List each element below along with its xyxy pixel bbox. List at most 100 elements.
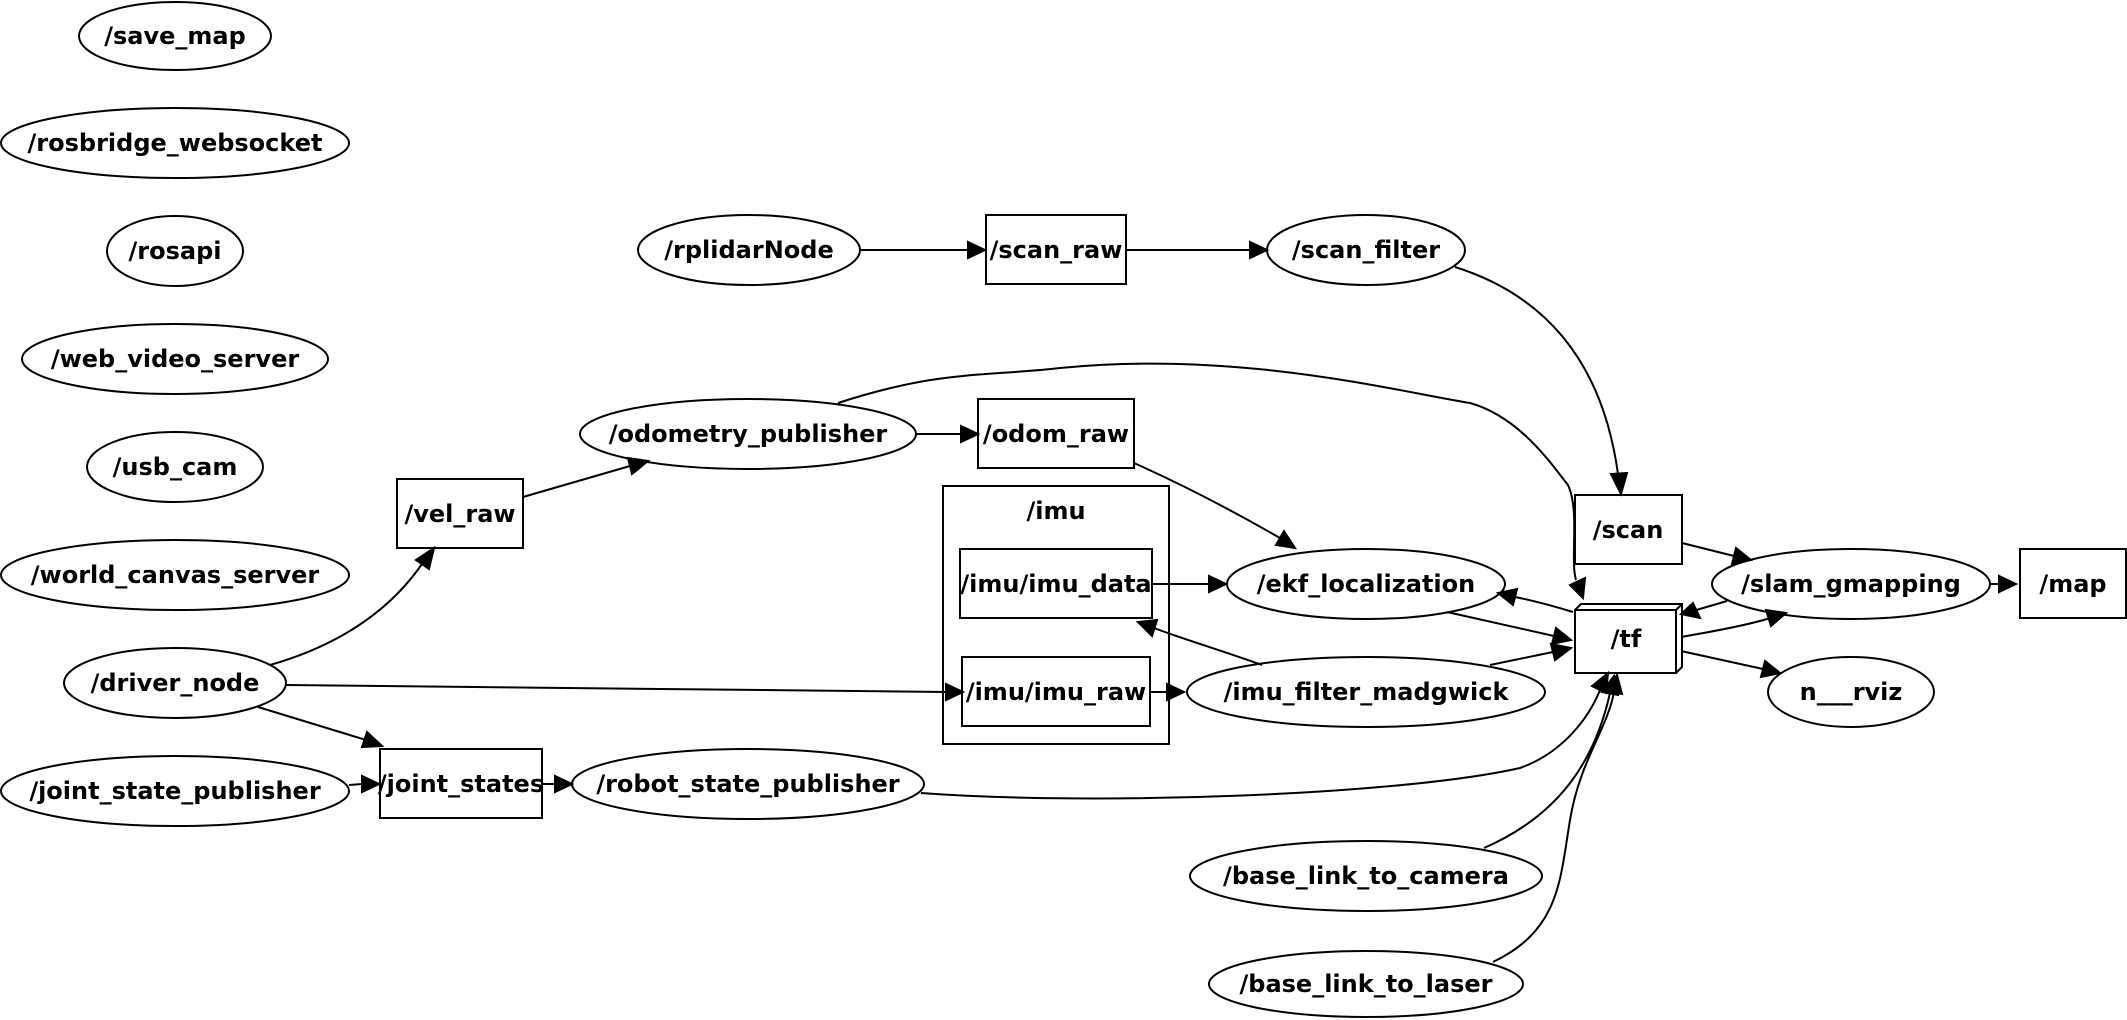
node-rplidarnode[interactable]: /rplidarNode: [637, 214, 861, 286]
edge-odometry-to-tf: [837, 362, 1577, 581]
edge-driver-to-joint-states: [257, 706, 367, 741]
node-odometry-publisher[interactable]: /odometry_publisher: [579, 398, 917, 470]
node-label: n___rviz: [1800, 678, 1903, 706]
node-scan-filter[interactable]: /scan_filter: [1266, 214, 1466, 286]
node-shape: [1189, 840, 1543, 912]
node-label: /rplidarNode: [664, 236, 833, 264]
topic-shape: [1574, 609, 1677, 674]
node-shape: [637, 214, 861, 286]
node-base-link-to-camera[interactable]: /base_link_to_camera: [1189, 840, 1543, 912]
topic-tf[interactable]: /tf: [1574, 603, 1683, 674]
node-rosbridge-websocket[interactable]: /rosbridge_websocket: [0, 107, 350, 179]
topic-shape: [2019, 548, 2127, 619]
topic-imu-data[interactable]: /imu/imu_data: [959, 548, 1153, 619]
edge-madgwick-to-imu-data: [1153, 627, 1263, 666]
node-shape: [1226, 548, 1506, 620]
node-label: /save_map: [104, 22, 246, 50]
topic-map[interactable]: /map: [2019, 548, 2127, 619]
node-usb-cam[interactable]: /usb_cam: [86, 431, 264, 503]
topic-shape-3d-edge: [1574, 603, 1683, 674]
node-save-map[interactable]: /save_map: [78, 1, 272, 71]
arrowhead: [945, 682, 966, 702]
node-web-video-server[interactable]: /web_video_server: [21, 323, 329, 395]
topic-label: /vel_raw: [404, 500, 515, 528]
node-shape: [1711, 548, 1991, 620]
node-shape: [1767, 656, 1935, 728]
topic-shape: [959, 548, 1153, 619]
node-label: /slam_gmapping: [1741, 570, 1961, 598]
edge-driver-to-imu-raw: [285, 684, 947, 693]
arrowhead: [361, 774, 382, 794]
node-ekf-localization[interactable]: /ekf_localization: [1226, 548, 1506, 620]
arrowhead: [1998, 574, 2019, 594]
node-rosapi[interactable]: /rosapi: [106, 215, 244, 287]
arrowhead: [554, 774, 575, 794]
topic-label: /map: [2039, 570, 2106, 598]
topic-label: /scan: [1593, 516, 1664, 544]
edge-tf-to-ekf: [1514, 596, 1574, 613]
topic-label: /odom_raw: [983, 420, 1129, 448]
topic-scan-raw[interactable]: /scan_raw: [985, 214, 1127, 285]
edge-scan-to-slam: [1681, 542, 1735, 557]
arrowhead: [1550, 626, 1574, 646]
node-label: /imu_filter_madgwick: [1224, 678, 1510, 706]
arrowhead: [967, 240, 988, 260]
topic-label: /tf: [1611, 625, 1642, 653]
edge-jsp-to-joint-states: [348, 783, 363, 786]
arrowhead: [1166, 682, 1187, 702]
node-driver-node[interactable]: /driver_node: [63, 647, 287, 719]
topic-shape: [961, 656, 1151, 727]
edge-madgwick-to-tf: [1489, 651, 1554, 666]
node-shape: [0, 755, 350, 827]
arrowhead: [1609, 471, 1629, 497]
topic-shape: [1574, 494, 1683, 565]
node-robot-state-publisher[interactable]: /robot_state_publisher: [571, 748, 925, 820]
node-label: /rosapi: [129, 237, 222, 265]
edge-tf-to-rviz: [1680, 650, 1764, 670]
node-shape: [78, 1, 272, 71]
topic-scan[interactable]: /scan: [1574, 494, 1683, 565]
edge-driver-to-vel-raw: [269, 563, 423, 666]
edge-vel-raw-to-odometry: [522, 465, 631, 498]
arrowhead: [1208, 574, 1229, 594]
node-shape: [86, 431, 264, 503]
topic-joint-states[interactable]: /joint_states: [378, 748, 544, 819]
topic-label: /imu/imu_data: [960, 570, 1151, 598]
node-shape: [106, 215, 244, 287]
node-label: /robot_state_publisher: [596, 770, 899, 798]
node-label: /web_video_server: [51, 345, 300, 373]
node-label: /driver_node: [91, 669, 260, 697]
arrowhead: [1274, 529, 1298, 550]
edge-odom-raw-to-ekf: [1133, 462, 1281, 539]
node-shape: [571, 748, 925, 820]
topic-label: /imu/imu_raw: [966, 678, 1146, 706]
arrowhead: [1249, 240, 1270, 260]
node-shape: [0, 107, 350, 179]
arrowhead: [360, 730, 385, 749]
topic-vel-raw[interactable]: /vel_raw: [396, 478, 524, 549]
edge-slam-to-tf: [1695, 600, 1728, 611]
edge-camera-to-tf: [1483, 692, 1611, 849]
node-base-link-to-laser[interactable]: /base_link_to_laser: [1208, 950, 1524, 1018]
arrowhead: [1568, 576, 1587, 601]
node-world-canvas-server[interactable]: /world_canvas_server: [0, 539, 350, 611]
arrowhead: [1604, 672, 1624, 696]
node-label: /joint_state_publisher: [29, 777, 321, 805]
node-shape: [1266, 214, 1466, 286]
node-rviz[interactable]: n___rviz: [1767, 656, 1935, 728]
topic-imu-raw[interactable]: /imu/imu_raw: [961, 656, 1151, 727]
node-imu-filter-madgwick[interactable]: /imu_filter_madgwick: [1186, 656, 1546, 728]
topic-shape: [985, 214, 1127, 285]
topic-shape: [977, 398, 1135, 469]
topic-label: /scan_raw: [990, 236, 1123, 264]
node-joint-state-publisher[interactable]: /joint_state_publisher: [0, 755, 350, 827]
node-label: /usb_cam: [113, 453, 238, 481]
topic-odom-raw[interactable]: /odom_raw: [977, 398, 1135, 469]
node-slam-gmapping[interactable]: /slam_gmapping: [1711, 548, 1991, 620]
node-label: /ekf_localization: [1257, 570, 1475, 598]
node-label: /world_canvas_server: [31, 561, 320, 589]
edge-scan-filter-to-scan: [1454, 266, 1619, 475]
edge-ekf-to-tf: [1446, 611, 1555, 637]
arrowhead: [1678, 601, 1702, 620]
